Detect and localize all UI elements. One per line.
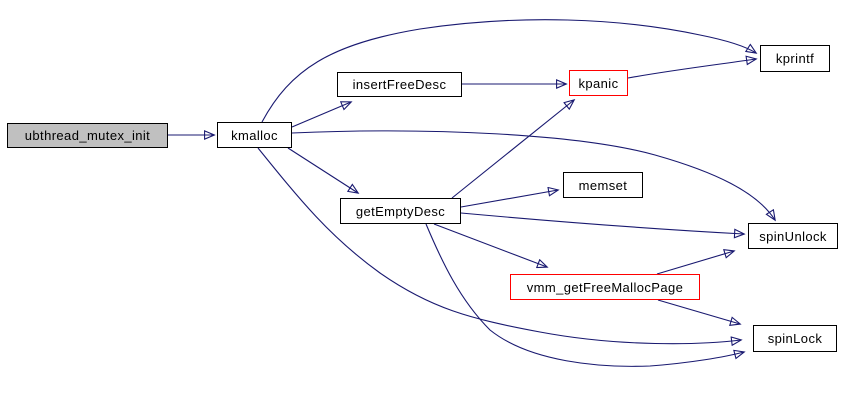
node-kpanic-label: kpanic (578, 75, 619, 91)
edge-vmm_getFreeMallocPage-spinUnlock (656, 251, 734, 275)
node-ubthread_mutex_init: ubthread_mutex_init (7, 123, 168, 148)
node-vmm_getFreeMallocPage-label: vmm_getFreeMallocPage (526, 279, 684, 295)
node-memset[interactable]: memset (563, 172, 643, 198)
node-kprintf[interactable]: kprintf (760, 45, 830, 72)
node-insertFreeDesc[interactable]: insertFreeDesc (337, 72, 462, 97)
edge-getEmptyDesc-vmm_getFreeMallocPage (433, 223, 547, 267)
edge-vmm_getFreeMallocPage-spinLock (657, 299, 740, 324)
edge-kmalloc-insertFreeDesc (291, 102, 351, 128)
node-kpanic[interactable]: kpanic (569, 70, 628, 96)
edge-kmalloc-getEmptyDesc (287, 147, 358, 193)
node-spinLock[interactable]: spinLock (753, 325, 837, 352)
node-kmalloc[interactable]: kmalloc (217, 122, 292, 148)
node-spinUnlock[interactable]: spinUnlock (748, 223, 838, 249)
edge-getEmptyDesc-kpanic (451, 100, 574, 199)
node-ubthread_mutex_init-label: ubthread_mutex_init (24, 128, 151, 143)
node-getEmptyDesc[interactable]: getEmptyDesc (340, 198, 461, 224)
node-spinLock-label: spinLock (767, 331, 823, 346)
edge-getEmptyDesc-spinUnlock (460, 212, 744, 234)
node-insertFreeDesc-label: insertFreeDesc (352, 77, 447, 92)
node-memset-label: memset (578, 177, 628, 193)
node-spinUnlock-label: spinUnlock (759, 228, 827, 244)
edge-getEmptyDesc-memset (460, 190, 558, 208)
edge-getEmptyDesc-spinLock (425, 223, 744, 367)
edge-kpanic-kprintf (627, 59, 756, 79)
node-vmm_getFreeMallocPage[interactable]: vmm_getFreeMallocPage (510, 274, 700, 300)
edge-kmalloc-kprintf (261, 19, 756, 123)
edge-kmalloc-spinLock (257, 147, 741, 344)
node-kmalloc-label: kmalloc (231, 127, 278, 143)
edge-kmalloc-spinUnlock (291, 130, 775, 220)
node-getEmptyDesc-label: getEmptyDesc (355, 203, 446, 219)
node-kprintf-label: kprintf (775, 51, 815, 66)
